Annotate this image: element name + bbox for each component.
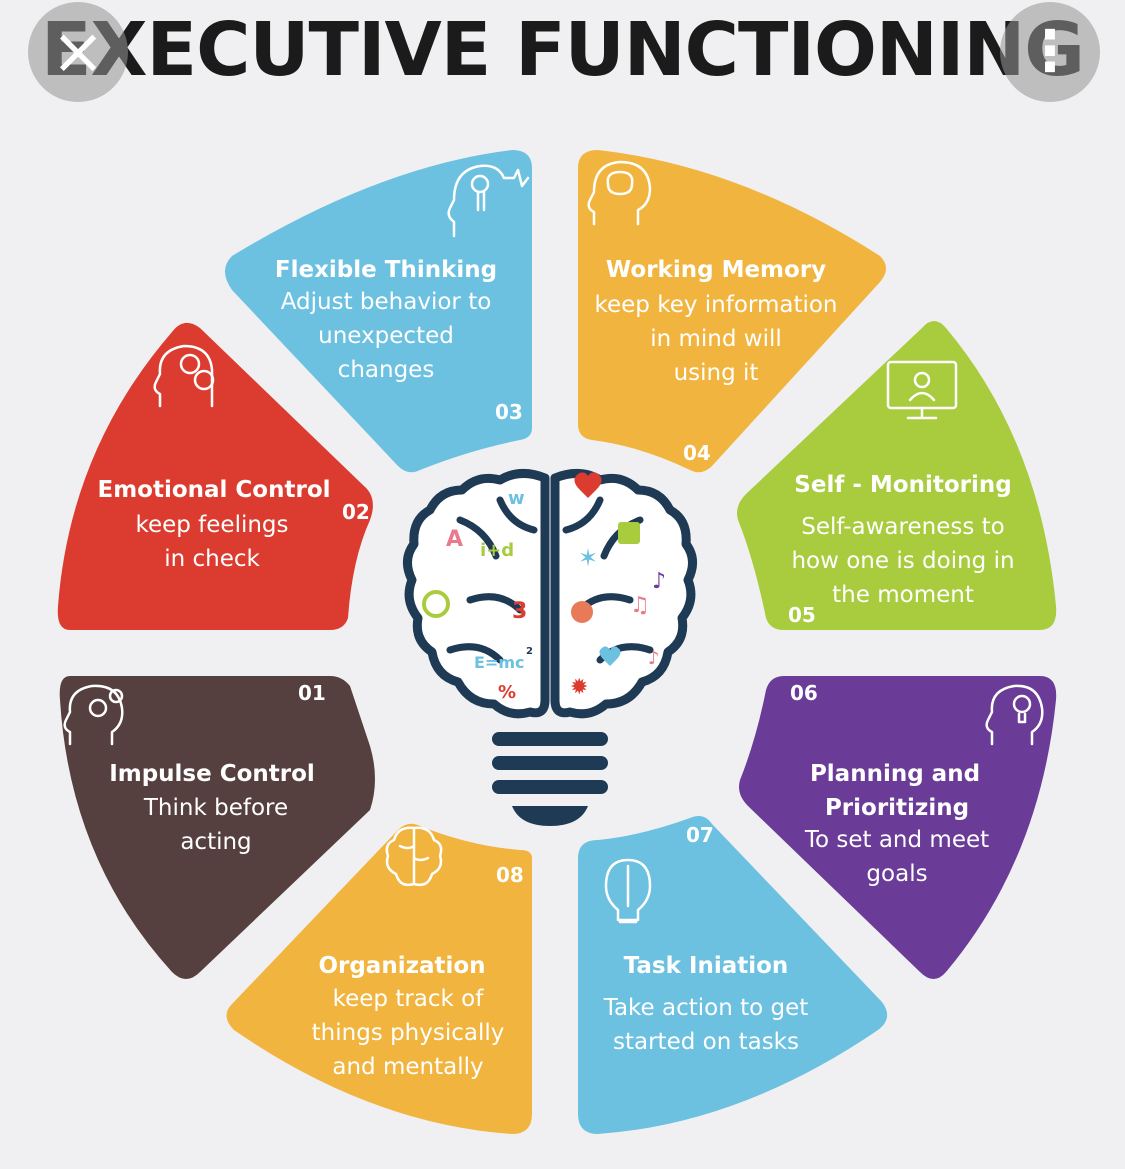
segment-planning-line-2: goals xyxy=(866,861,927,887)
segment-emotional-title: Emotional Control xyxy=(97,477,330,503)
heart-icon xyxy=(574,472,602,498)
segment-impulse-number: 01 xyxy=(298,681,326,705)
segment-self-line-1: Self-awareness to xyxy=(801,514,1004,540)
brain-right-hemisphere xyxy=(550,469,697,719)
segment-emotional-number: 02 xyxy=(342,500,370,524)
head-pulse-icon xyxy=(447,164,530,238)
segment-self-line-2: how one is doing in xyxy=(791,548,1014,574)
head-gears-icon xyxy=(63,684,124,746)
lightbulb-base-line-2 xyxy=(492,756,608,770)
brain-symbol-percent: % xyxy=(498,682,516,703)
bulb-symbol-icon xyxy=(571,601,593,623)
small-heart-icon xyxy=(599,646,621,666)
puzzle-icon xyxy=(618,522,640,544)
segment-self-shape xyxy=(737,321,1057,630)
segment-self-title: Self - Monitoring xyxy=(794,472,1011,498)
head-emotions-icon xyxy=(153,344,215,408)
page-title: EXECUTIVE FUNCTIONING xyxy=(40,7,1085,93)
segment-task-initiation: 07 Task Iniation Take action to get star… xyxy=(578,816,888,1134)
segment-flexible-line-1: Adjust behavior to xyxy=(281,289,492,315)
segment-impulse-shape xyxy=(59,676,375,979)
segment-organization: 08 Organization keep track of things phy… xyxy=(226,823,532,1134)
segment-impulse-line-2: acting xyxy=(180,829,251,855)
segment-impulse-line-1: Think before xyxy=(143,795,288,821)
segment-planning-title: Planning and xyxy=(810,761,980,787)
segment-working-memory: Working Memory keep key information in m… xyxy=(578,150,886,473)
segment-emotional-control: Emotional Control 02 keep feelings in ch… xyxy=(57,322,373,630)
segment-impulse-control: 01 Impulse Control Think before acting xyxy=(59,676,375,979)
segment-impulse-title: Impulse Control xyxy=(109,761,315,787)
brain-symbol-circle xyxy=(422,590,450,618)
music-notes-icon: ♫ xyxy=(630,593,650,618)
segment-emotional-line-1: keep feelings xyxy=(135,512,288,538)
lightbulb-base-line-3 xyxy=(492,780,608,794)
brain-symbol-emc: E=mc xyxy=(474,653,525,672)
segment-planning: 06 Planning and Prioritizing To set and … xyxy=(739,676,1057,979)
lightbulb-base-line-1 xyxy=(492,732,608,746)
segment-working-line-2: in mind will xyxy=(650,326,782,352)
segment-flexible-line-3: changes xyxy=(338,357,435,383)
segment-planning-title-2: Prioritizing xyxy=(825,795,969,821)
segment-flexible-thinking: Flexible Thinking Adjust behavior to une… xyxy=(225,150,532,473)
more-icon: ⋮ xyxy=(1022,19,1078,84)
segment-flexible-number: 03 xyxy=(495,400,523,424)
segment-flexible-title: Flexible Thinking xyxy=(275,257,497,283)
brain-left-hemisphere xyxy=(403,469,550,719)
segment-organization-shape xyxy=(226,823,532,1134)
music-note-icon: ♪ xyxy=(652,569,666,594)
head-brain-icon xyxy=(587,160,652,226)
more-options-button[interactable]: ⋮ xyxy=(1000,2,1100,102)
brain-symbol-i-plus-d: i+d xyxy=(480,540,514,561)
brain-symbol-three: 3 xyxy=(512,599,527,624)
segment-organization-title: Organization xyxy=(318,953,485,979)
head-lightbulb-icon xyxy=(985,684,1044,746)
segment-working-title: Working Memory xyxy=(606,257,826,283)
segment-organization-line-3: and mentally xyxy=(332,1054,483,1080)
segment-self-line-3: the moment xyxy=(832,582,974,608)
segment-working-number: 04 xyxy=(683,441,711,465)
segment-organization-number: 08 xyxy=(496,863,524,887)
segment-self-monitoring: Self - Monitoring Self-awareness to how … xyxy=(737,321,1057,630)
star-icon: ✶ xyxy=(578,544,598,572)
segment-task-shape xyxy=(578,816,888,1134)
segment-flexible-line-2: unexpected xyxy=(318,323,454,349)
brain-symbol-a: A xyxy=(446,527,463,552)
segment-task-title: Task Iniation xyxy=(624,953,789,979)
segment-working-shape xyxy=(578,150,886,473)
segment-working-line-3: using it xyxy=(674,360,759,386)
segment-task-line-2: started on tasks xyxy=(613,1029,799,1055)
segment-organization-line-1: keep track of xyxy=(333,986,485,1012)
brain-symbol-squared: 2 xyxy=(526,646,533,657)
segment-organization-line-2: things physically xyxy=(312,1020,505,1046)
brain-lightbulb-illustration: w A i+d 3 E=mc 2 % ✶ ♪ ♫ ♪ ✹ xyxy=(403,469,697,826)
segment-working-line-1: keep key information xyxy=(594,292,837,318)
segment-emotional-shape xyxy=(57,322,373,630)
music-note-small-icon: ♪ xyxy=(648,648,660,669)
segment-emotional-line-2: in check xyxy=(164,546,260,572)
close-icon: × xyxy=(51,15,105,89)
segment-self-number: 05 xyxy=(788,603,816,627)
brain-icon xyxy=(385,826,443,887)
segment-planning-number: 06 xyxy=(790,681,818,705)
segment-planning-shape xyxy=(739,676,1057,979)
segment-planning-line-1: To set and meet xyxy=(804,827,989,853)
segment-task-line-1: Take action to get xyxy=(603,995,809,1021)
burst-icon: ✹ xyxy=(570,675,588,700)
close-button[interactable]: × xyxy=(28,2,128,102)
segment-task-number: 07 xyxy=(686,823,714,847)
lightbulb-brain-icon xyxy=(604,858,652,924)
lightbulb-base-cap xyxy=(512,806,588,826)
monitor-person-icon xyxy=(886,360,958,420)
brain-symbol-w: w xyxy=(508,488,525,509)
